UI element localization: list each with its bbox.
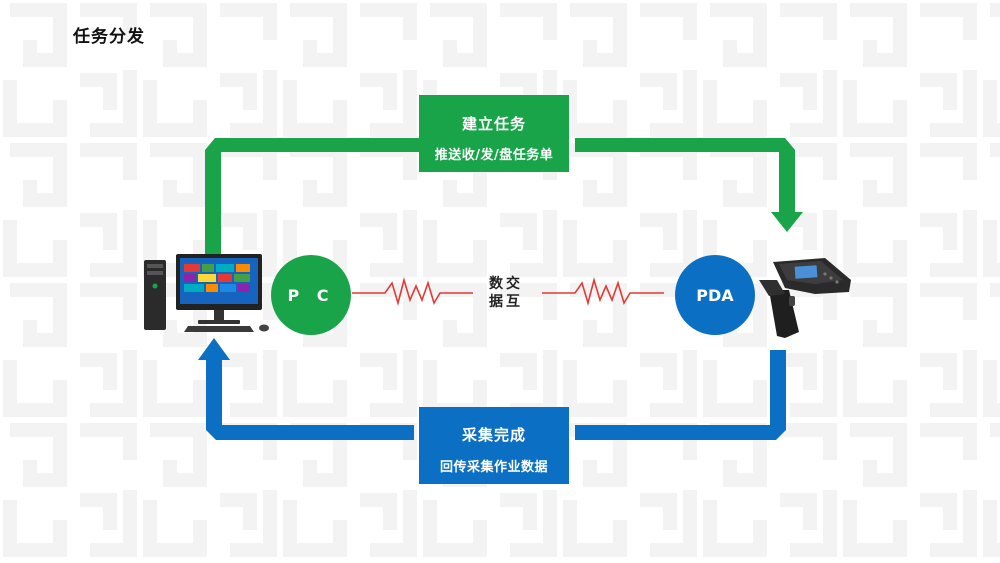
green-arrow-right <box>575 138 803 232</box>
collection-complete-subtitle: 回传采集作业数据 <box>439 460 548 475</box>
handheld-scanner-icon <box>759 258 851 338</box>
page-title: 任务分发 <box>73 27 145 47</box>
desktop-computer-icon <box>144 254 269 332</box>
collection-complete-title: 采集完成 <box>461 426 526 444</box>
create-task-box: 建立任务 推送收/发/盘任务单 <box>419 95 569 172</box>
signal-wave-left <box>352 277 473 306</box>
collection-complete-box: 采集完成 回传采集作业数据 <box>419 407 569 484</box>
signal-wave-right <box>542 277 664 306</box>
create-task-title: 建立任务 <box>461 115 526 133</box>
pc-circle: P C <box>271 255 351 335</box>
blue-arrow-left <box>198 338 414 440</box>
pda-circle: PDA <box>675 255 755 335</box>
data-exchange-row1: 数交 <box>489 276 523 292</box>
create-task-subtitle: 推送收/发/盘任务单 <box>434 148 554 163</box>
blue-arrow-right <box>575 350 786 440</box>
data-exchange-row2: 据互 <box>489 294 523 310</box>
green-arrow-left <box>205 138 419 255</box>
data-exchange-label: 数交 据互 <box>484 275 528 311</box>
